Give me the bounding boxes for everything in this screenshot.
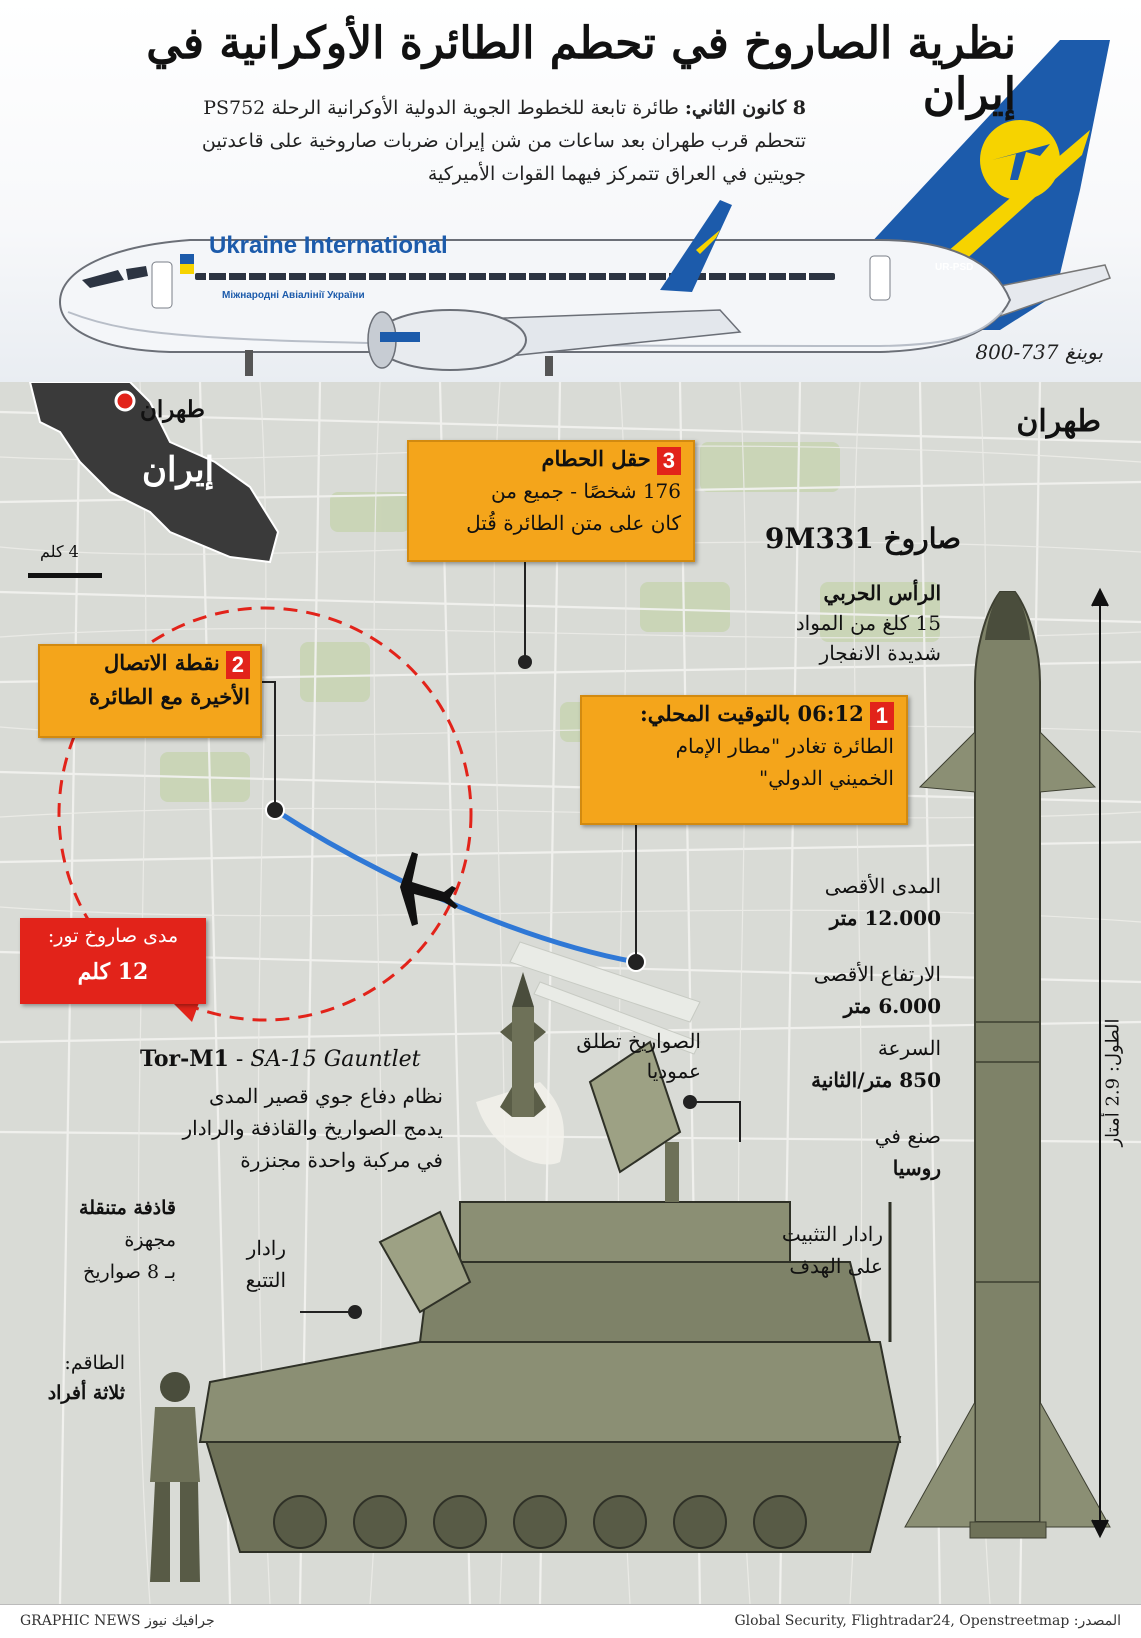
missile-origin: صنع في روسيا [875,1120,941,1184]
intro-line-2: تتحطم قرب طهران بعد ساعات من شن إيران ضر… [201,130,806,152]
aircraft-registration: UR-PSD [935,262,974,273]
range-label: المدى الأقصى [824,874,941,898]
airline-brand-sub: Міжнародні Авіалінії України [222,290,365,301]
warhead-label: الرأس الحربي [823,581,941,605]
target-radar-line-2: على الهدف [789,1254,883,1278]
speed-label: السرعة [877,1036,941,1060]
altitude-value: 6.000 متر [843,994,941,1018]
system-desc-line-2: يدمج الصواريخ والقاذفة والرادار [182,1116,443,1140]
inset-country-label: إيران [142,450,215,490]
missile-speed: السرعة 850 متر/الثانية [811,1032,941,1096]
crew-heading: الطاقم: [64,1352,125,1374]
intro-date: 8 كانون الثاني: [684,97,806,119]
scale-label: 4 كلم [40,542,79,561]
target-radar-line-1: رادار التثبيت [781,1222,883,1246]
aircraft-type: بوينغ 737-800 [975,340,1103,364]
airport-area [509,941,701,1055]
crew-soldier-illustration [150,1372,200,1582]
event-2-line-1: الأخيرة مع الطائرة [88,683,250,709]
event-box-departure: 106:12 بالتوقيت المحلي: الطائرة تغادر "م… [580,695,908,825]
intro-line-1: طائرة تابعة للخطوط الجوية الدولية الأوكر… [203,97,679,119]
length-arrow [1091,587,1109,1539]
intro-line-3: جويتين في العراق تتمركز فيهما القوات الأ… [427,163,806,185]
range-value: 12.000 متر [829,906,941,930]
event-1-line-2: الخميني الدولي" [759,765,894,790]
missile-length-label: الطول: 2.9 أمتار [1102,1018,1124,1147]
tracking-radar-label: رادار التتبع [246,1232,286,1296]
system-name: Tor-M1 - SA-15 Gauntlet [140,1046,420,1072]
scale-bar [28,573,102,578]
made-in-label: صنع في [874,1124,941,1148]
vertical-launch-line-2: عموديا [646,1059,701,1083]
airliner-illustration [58,40,1111,376]
missile-warhead: الرأس الحربي 15 كلغ من المواد شديدة الان… [796,578,941,668]
made-in-value: روسيا [892,1156,941,1180]
event-1-heading: 06:12 بالتوقيت المحلي: [639,701,864,726]
missile-range: المدى الأقصى 12.000 متر [825,870,941,934]
aircraft-marker-icon [400,852,458,926]
system-name-nato: SA-15 Gauntlet [250,1047,421,1072]
flight-path [273,807,637,965]
event-box-crash-site: 3حقل الحطام 176 شخصًا - جميع من كان على … [407,440,695,562]
launcher-label: قاذفة متنقلة مجهزة بـ 8 صواريخ [79,1192,176,1288]
event-number-1: 1 [869,701,894,730]
footer: GRAPHIC NEWS جرافيك نيوز المصدر: Global … [0,1604,1141,1638]
launcher-line-2: بـ 8 صواريخ [83,1261,176,1283]
missile-name: صاروخ 9M331 [764,522,961,555]
missile-9m331-illustration [904,591,1111,1539]
range-callout-line-2: 12 كلم [77,959,149,985]
event-box-last-contact: 2نقطة الاتصال الأخيرة مع الطائرة [38,644,262,738]
target-radar-label: رادار التثبيت على الهدف [782,1218,883,1282]
event-3-heading: حقل الحطام [541,446,651,471]
footer-credit: GRAPHIC NEWS جرافيك نيوز [20,1613,215,1629]
tracking-radar-line-1: رادار [246,1236,286,1260]
event-3-line-1: 176 شخصًا - جميع من [490,478,681,503]
tracking-radar-line-2: التتبع [245,1268,286,1292]
footer-source: المصدر: Global Security, Flightradar24, … [734,1613,1121,1629]
missile-altitude: الارتفاع الأقصى 6.000 متر [814,958,941,1022]
launcher-heading: قاذفة متنقلة [79,1197,176,1219]
system-name-separator: - [228,1047,251,1072]
crew-label: الطاقم: ثلاثة أفراد [48,1348,125,1408]
system-name-en: Tor-M1 [140,1046,229,1072]
map-city-label: طهران [1016,404,1101,439]
system-desc-line-3: في مركبة واحدة مجنزرة [240,1148,443,1172]
vertical-launch-label: الصواريخ تطلق عموديا [576,1026,701,1086]
altitude-label: الارتفاع الأقصى [813,962,941,986]
page-title: نظرية الصاروخ في تحطم الطائرة الأوكرانية… [146,18,1016,120]
crew-value: ثلاثة أفراد [47,1382,125,1404]
vertical-launch-line-1: الصواريخ تطلق [576,1029,701,1053]
airline-brand: Ukraine International [209,232,448,259]
system-description: نظام دفاع جوي قصير المدى يدمج الصواريخ و… [123,1080,443,1176]
intro-text: 8 كانون الثاني: طائرة تابعة للخطوط الجوي… [66,92,806,191]
map-panel: طهران إيران طهران 4 كلم 3حقل الحطام 176 … [0,382,1141,1604]
warhead-line-1: 15 كلغ من المواد [795,611,941,635]
event-number-2: 2 [225,650,250,679]
launched-missile-illustration [476,972,564,1165]
event-3-line-2: كان على متن الطائرة قُتل [466,510,681,535]
speed-value: 850 متر/الثانية [811,1068,941,1092]
tehran-marker-icon [114,390,136,412]
event-2-heading: نقطة الاتصال [103,650,220,675]
iran-inset-map [28,382,280,564]
range-callout: مدى صاروخ تور: 12 كلم [20,918,206,1004]
tor-m1-launcher-illustration [198,1040,902,1553]
missile-range-circle [57,606,473,1022]
inset-city-label: طهران [140,396,205,423]
launcher-line-1: مجهزة [124,1229,176,1251]
event-1-line-1: الطائرة تغادر "مطار الإمام [675,733,894,758]
event-number-3: 3 [656,446,681,475]
system-desc-line-1: نظام دفاع جوي قصير المدى [208,1084,443,1108]
warhead-line-2: شديدة الانفجار [819,641,941,665]
range-callout-line-1: مدى صاروخ تور: [47,925,179,947]
header-panel: Ukraine International Міжнародні Авіалін… [0,0,1141,382]
